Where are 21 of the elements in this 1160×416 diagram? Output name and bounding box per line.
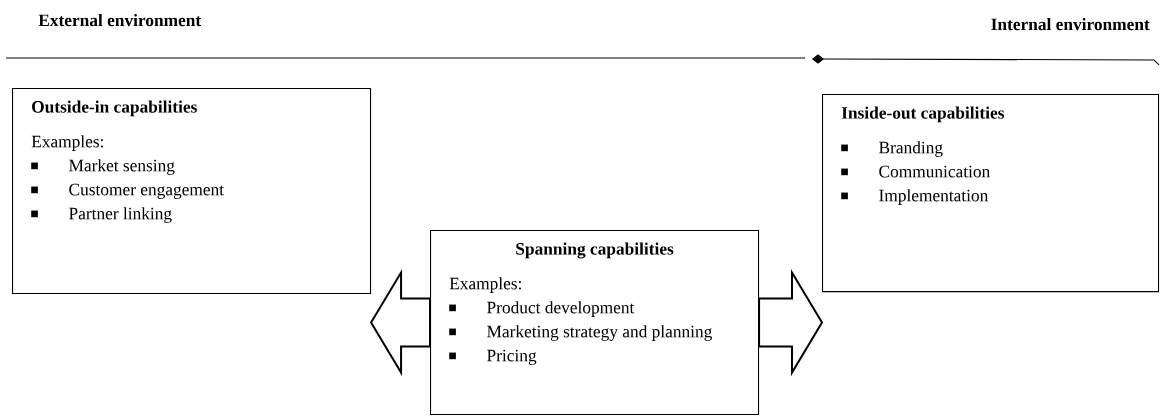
bullet-item: Pricing [449, 349, 537, 365]
bullet-item: Product development [449, 301, 635, 317]
block-arrow [369, 268, 431, 377]
bullet-item: Customer engagement [31, 183, 224, 199]
bullet-item: Market sensing [31, 159, 175, 175]
box-heading: Outside-in capabilities [32, 100, 197, 117]
block-arrow [758, 268, 824, 377]
bullet-item: Marketing strategy and planning [449, 325, 712, 341]
examples-label: Examples: [449, 277, 521, 293]
box-heading: Inside-out capabilities [841, 106, 1004, 123]
box-heading: Spanning capabilities [516, 242, 674, 259]
capability-box [822, 94, 1160, 293]
capability-box [430, 230, 760, 416]
bullet-item: Branding [841, 141, 943, 157]
environment-label: External environment [38, 13, 202, 27]
bullet-item: Implementation [841, 189, 989, 205]
examples-label: Examples: [31, 135, 103, 151]
capability-box [12, 88, 372, 295]
environment-label: Internal environment [991, 17, 1150, 31]
bullet-item: Communication [841, 165, 990, 178]
bullet-item: Partner linking [31, 207, 172, 223]
